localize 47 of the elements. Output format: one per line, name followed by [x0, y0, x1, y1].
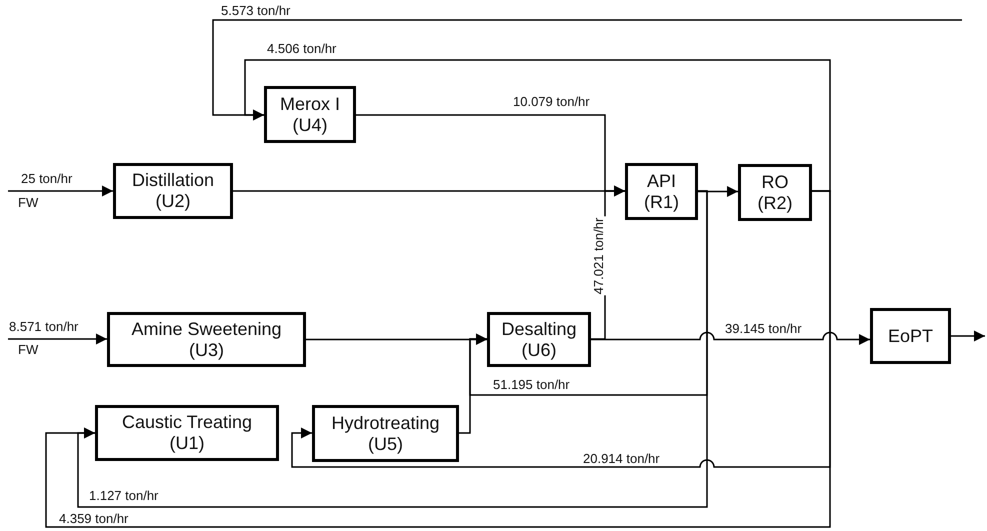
unit-code: (R1) [644, 192, 679, 212]
flow-arrow [45, 190, 831, 528]
flow-rate-label: 25 ton/hr [20, 172, 74, 186]
unit-code: (U3) [189, 340, 224, 360]
unit-name: RO [762, 172, 788, 192]
flow-rate-label: 4.506 ton/hr [266, 42, 338, 56]
flow-rate-label: 1.127 ton/hr [88, 489, 160, 503]
flow-rate-label: 4.359 ton/hr [58, 512, 130, 526]
unit-code: (U5) [368, 434, 403, 454]
unit-name: Caustic Treating [122, 412, 252, 433]
unit-code: (U6) [522, 340, 556, 360]
unit-name: API [646, 170, 676, 192]
flow-rate-label: 51.195 ton/hr [492, 378, 571, 392]
process-unit-box [113, 163, 233, 219]
process-unit-box [738, 164, 812, 221]
unit-code: (U2) [156, 191, 190, 212]
unit-name: Merox I [280, 94, 340, 114]
process-unit-box [870, 308, 951, 364]
unit-name: Amine Sweetening [131, 318, 282, 340]
flow-rate-label: 20.914 ton/hr [582, 452, 661, 466]
flow-arrow [244, 59, 831, 192]
flow-arrow [698, 186, 738, 197]
flow-arrow [8, 334, 107, 344]
process-unit-box [95, 405, 279, 461]
flow-rate-label: 8.571 ton/hr [8, 320, 80, 334]
flow-rate-label: 5.573 ton/hr [220, 4, 292, 18]
flow-rate-label: 10.079 ton/hr [512, 95, 591, 109]
unit-code: (R2) [758, 192, 792, 214]
process-unit-box [625, 163, 698, 220]
unit-name: EoPT [888, 326, 934, 346]
unit-name: Distillation [132, 170, 214, 191]
process-unit-box [487, 312, 591, 367]
process-unit-box [312, 405, 459, 462]
process-unit-box [264, 86, 356, 143]
stream-label: FW [18, 343, 38, 357]
flow-arrow [77, 190, 708, 508]
stream-label: FW [18, 196, 38, 210]
flow-rate-label: 39.145 ton/hr [724, 322, 803, 336]
unit-code: (U4) [292, 114, 328, 136]
process-unit-box [107, 312, 306, 367]
flow-rate-label: 47.021 ton/hr [592, 216, 606, 296]
flow-arrow [951, 330, 985, 342]
flow-arrow [8, 186, 113, 196]
unit-name: Hydrotreating [331, 412, 440, 434]
flow-arrow [591, 332, 870, 345]
unit-name: Desalting [501, 318, 577, 340]
unit-code: (U1) [170, 433, 204, 454]
